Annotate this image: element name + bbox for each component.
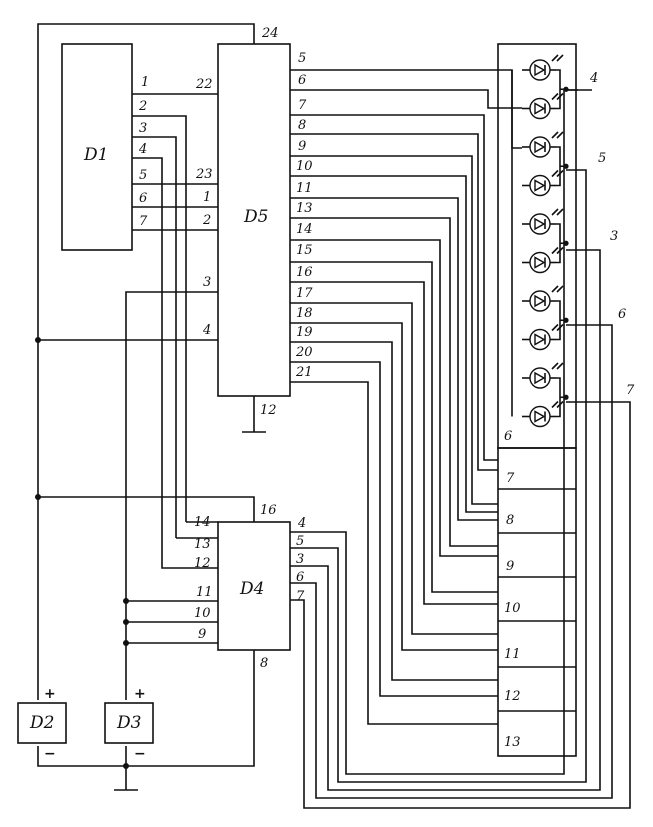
segment-pin-10: 10 (504, 601, 521, 616)
d5-right-pin-15: 15 (296, 243, 313, 258)
d1-wires (132, 93, 218, 569)
d4-left-pin-11: 11 (196, 585, 213, 600)
digit-line-5: 5 (598, 151, 606, 166)
block-d2 (17, 702, 67, 744)
d5-right-pin-6: 6 (298, 73, 306, 88)
d4-pin-16: 16 (260, 503, 277, 518)
segment-connector (497, 447, 577, 757)
d5-right-pin-21: 21 (295, 365, 313, 380)
d1-pin-1: 1 (141, 75, 149, 90)
led-1 (522, 54, 564, 81)
power-bus-d4-16 (38, 496, 255, 522)
d5-right-pin-14: 14 (296, 222, 313, 237)
segment-pin-6: 6 (504, 429, 512, 444)
d1-label: D1 (83, 145, 108, 165)
d4-left-pin-14: 14 (194, 515, 211, 530)
d5-left-pin-22: 22 (195, 77, 213, 92)
led-9 (522, 362, 564, 389)
segment-pin-11: 11 (504, 647, 521, 662)
d1-pin-4: 4 (138, 142, 147, 157)
d4-left-pin-13: 13 (194, 537, 211, 552)
d4-right-pin-7: 7 (296, 589, 305, 604)
d4-digit-wires (290, 89, 631, 809)
led-pair-link (556, 377, 561, 418)
digit-line-6: 6 (618, 307, 626, 322)
d4-right-pin-6: 6 (296, 570, 304, 585)
d5-left-pin-1: 1 (203, 190, 211, 205)
junction-dots (35, 337, 129, 769)
d5-pin-12: 12 (260, 403, 277, 418)
led-3 (522, 131, 564, 158)
d5-right-pin-7: 7 (298, 98, 307, 113)
led-8 (522, 323, 564, 351)
d5-label: D5 (243, 207, 268, 227)
d5-right-pin-10: 10 (296, 159, 313, 174)
led-6 (522, 246, 564, 274)
d1-pin-2: 2 (138, 99, 147, 114)
segment-pin-9: 9 (506, 559, 514, 574)
d5-right-pin-8: 8 (298, 118, 306, 133)
d5-right-pin-11: 11 (296, 181, 313, 196)
d5-led-wires (290, 69, 522, 149)
led-10 (522, 400, 564, 428)
led-7 (522, 285, 564, 312)
d5-right-pin-20: 20 (295, 345, 313, 360)
d5-right-pin-16: 16 (296, 265, 313, 280)
d5-pin-24: 24 (261, 26, 279, 41)
d3-label: D3 (116, 713, 141, 733)
d5-right-pin-9: 9 (298, 139, 306, 154)
d4-label: D4 (239, 579, 264, 599)
led-pair-link (556, 146, 561, 187)
block-d1 (61, 43, 133, 251)
d5-right-pin-18: 18 (296, 306, 313, 321)
block-d3 (104, 702, 154, 744)
d5-left-pin-23: 23 (195, 167, 213, 182)
d3-plus: + (134, 686, 146, 702)
d4-right-pin-5: 5 (296, 534, 304, 549)
d4-right-pin-4: 4 (297, 516, 306, 531)
power-bus-24 (37, 23, 255, 700)
d4-left-pin-10: 10 (194, 606, 211, 621)
d4-pin-8: 8 (260, 656, 268, 671)
d3-minus: − (134, 746, 146, 762)
d1-pin-7: 7 (139, 214, 148, 229)
d5-left-pin-4: 4 (202, 323, 211, 338)
segment-pin-12: 12 (504, 689, 521, 704)
d5-right-pin-19: 19 (296, 325, 313, 340)
d2-label: D2 (29, 713, 54, 733)
led-2 (522, 92, 564, 120)
d4-left-pin-9: 9 (198, 627, 206, 642)
d1-pin-5: 5 (139, 168, 147, 183)
d5-right-pin-17: 17 (296, 286, 313, 301)
connector-dividers (498, 488, 576, 712)
d4-left-pin-12: 12 (194, 556, 211, 571)
d1-pin-6: 6 (139, 191, 147, 206)
d2-plus: + (44, 686, 56, 702)
d1-pin-3: 3 (139, 121, 147, 136)
ground-bus (37, 650, 255, 767)
d5-right-pin-13: 13 (296, 201, 313, 216)
segment-pin-7: 7 (506, 471, 515, 486)
segment-pin-13: 13 (504, 735, 521, 750)
d2-minus: − (44, 746, 56, 762)
d4-right-pin-3: 3 (296, 552, 304, 567)
digit-line-3: 3 (610, 229, 618, 244)
digit-line-7: 7 (626, 383, 635, 398)
d5-pin3-bus (125, 291, 218, 700)
led-4 (522, 169, 564, 197)
d5-left-pin-2: 2 (202, 213, 211, 228)
led-5 (522, 208, 564, 235)
led-pair-link (556, 300, 561, 341)
led-pair-link (556, 69, 561, 110)
led-array (511, 54, 569, 428)
led-pair-link (556, 223, 561, 264)
segment-pin-8: 8 (506, 513, 514, 528)
d5-right-pin-5: 5 (298, 51, 306, 66)
d5-left-pin-3: 3 (203, 275, 211, 290)
d5-segment-wires (290, 114, 498, 725)
digit-line-4: 4 (589, 71, 598, 86)
